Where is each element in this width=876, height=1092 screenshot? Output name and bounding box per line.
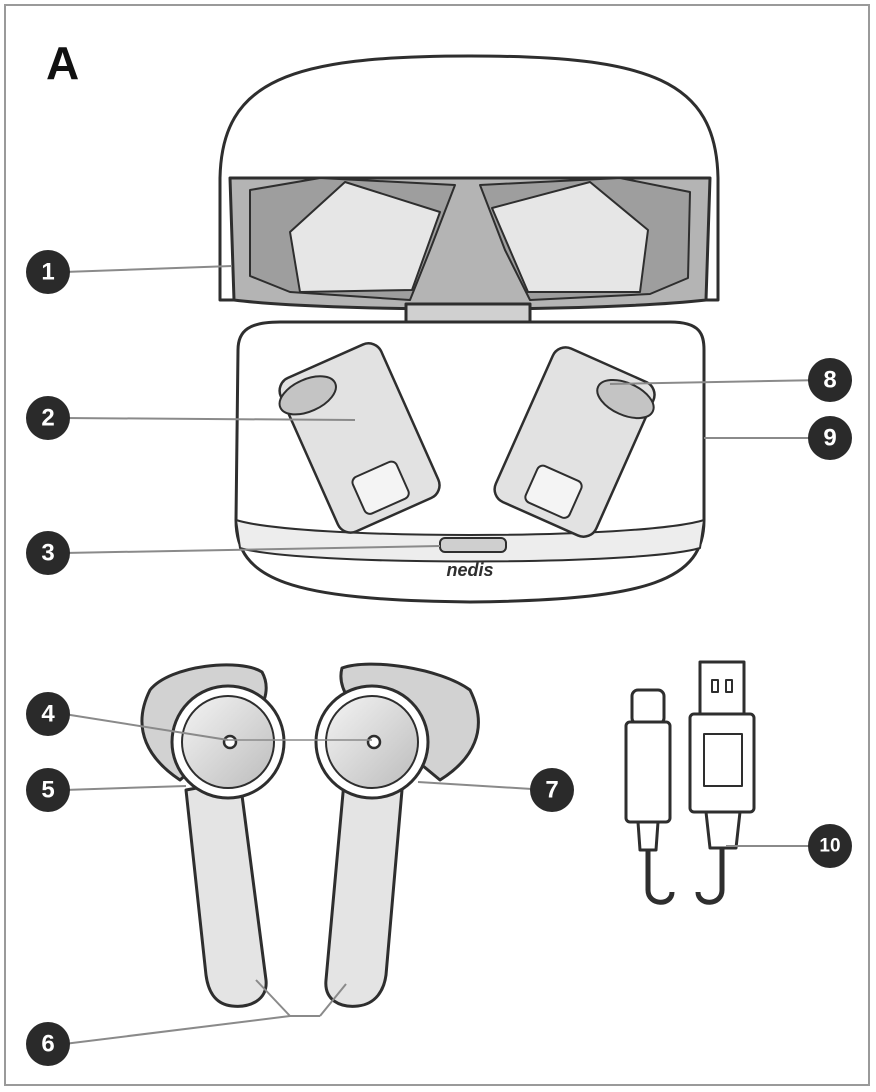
case-base: nedis	[234, 320, 706, 604]
case-lid	[218, 54, 720, 350]
callout-1: 1	[26, 250, 70, 294]
left-earbud	[140, 663, 286, 1008]
lid-left-pocket-inner	[289, 181, 441, 293]
usb-cable	[624, 660, 756, 905]
callout-3: 3	[26, 531, 70, 575]
right-microphone	[366, 734, 382, 750]
case-logo: nedis	[446, 560, 493, 580]
case-left-earbud	[278, 342, 441, 534]
callout-9-label: 9	[823, 425, 836, 452]
callout-8-label: 8	[823, 367, 836, 394]
callout-5: 5	[26, 768, 70, 812]
callout-7: 7	[530, 768, 574, 812]
left-stem	[184, 778, 268, 1008]
usb-a-plug	[688, 660, 756, 850]
callout-2: 2	[26, 396, 70, 440]
usb-c-plug	[624, 688, 672, 852]
left-microphone	[222, 734, 238, 750]
callout-1-label: 1	[41, 259, 54, 286]
callout-5-label: 5	[41, 777, 54, 804]
callout-6-label: 6	[41, 1031, 54, 1058]
led-indicator	[439, 537, 507, 553]
callout-8: 8	[808, 358, 852, 402]
panel-letter: A	[46, 37, 80, 89]
callout-4-label: 4	[41, 701, 55, 728]
callout-10: 10	[808, 824, 852, 868]
callout-6: 6	[26, 1022, 70, 1066]
callout-3-label: 3	[41, 540, 54, 567]
right-stem	[324, 780, 404, 1008]
callout-4: 4	[26, 692, 70, 736]
lid-right-pocket-inner	[491, 181, 649, 293]
case-right-earbud	[493, 346, 656, 538]
callout-7-label: 7	[545, 777, 558, 804]
callout-10-label: 10	[819, 836, 840, 857]
right-earbud	[314, 662, 480, 1008]
callout-2-label: 2	[41, 405, 54, 432]
leader-lines	[63, 265, 825, 1045]
cable-wire	[645, 850, 675, 905]
callout-9: 9	[808, 416, 852, 460]
